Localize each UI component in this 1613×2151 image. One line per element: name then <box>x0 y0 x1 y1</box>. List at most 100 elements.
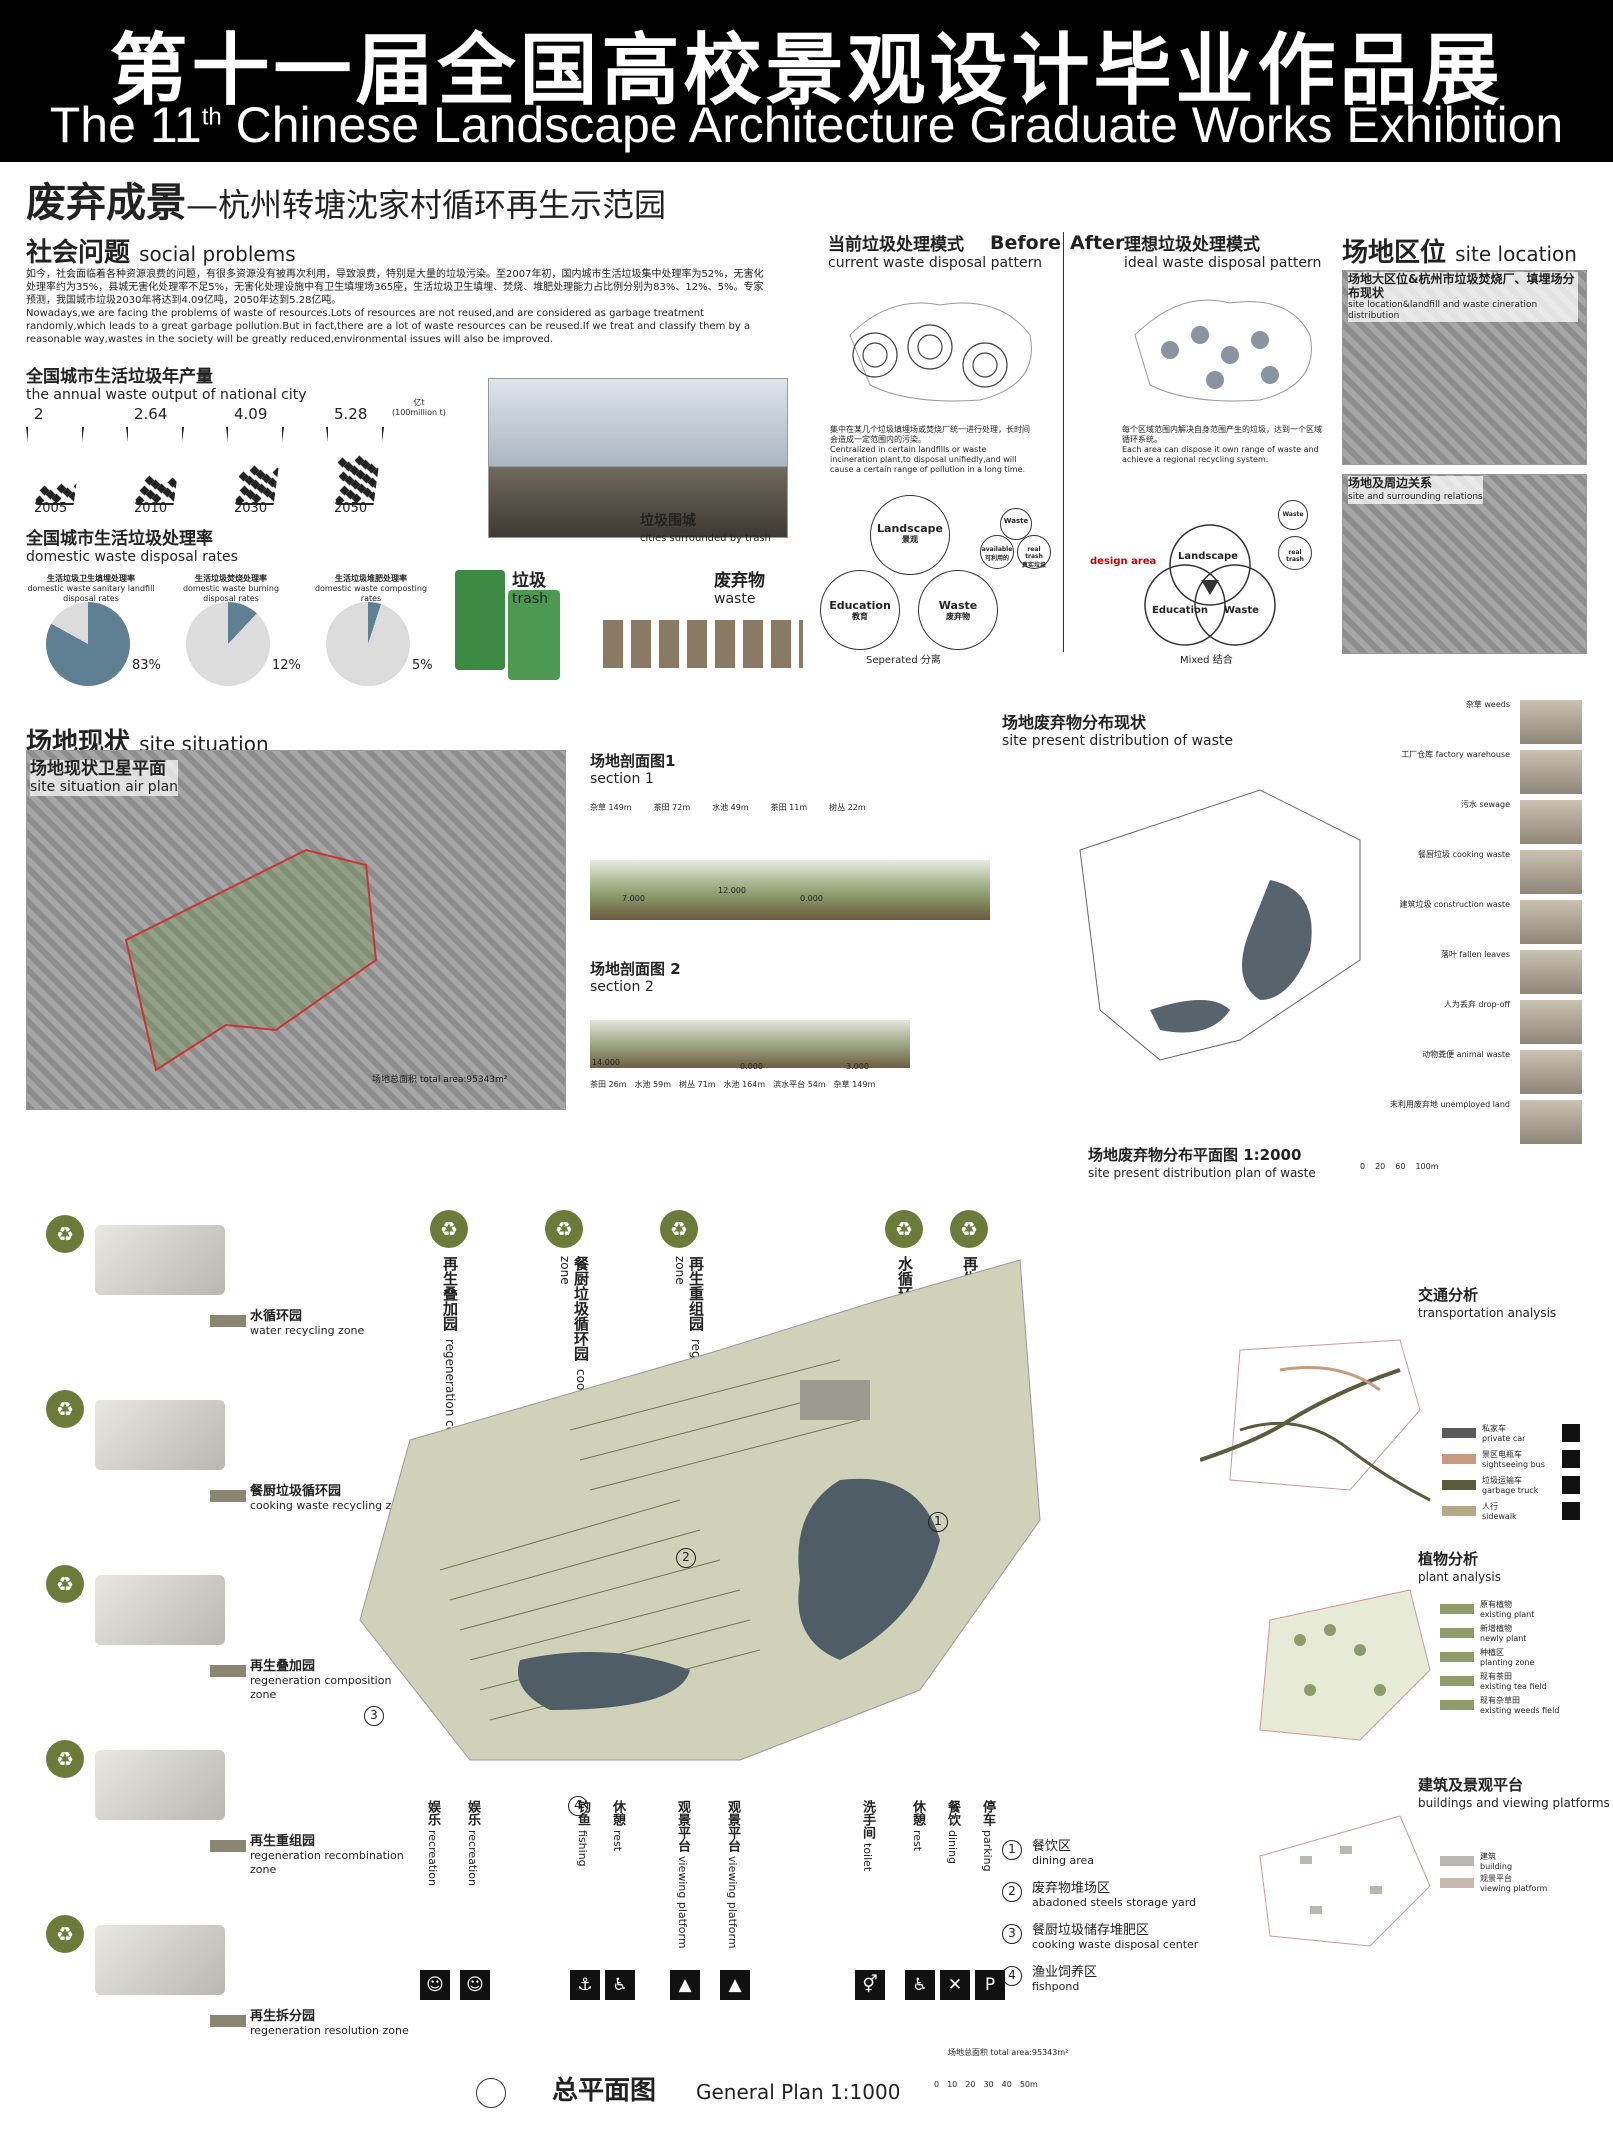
facility-icon: ⚥ <box>855 1970 885 2000</box>
facility-en: viewing platform <box>726 1856 739 1949</box>
zone-label-en: regeneration composition zone <box>250 1674 392 1701</box>
exhibition-header: 第十一届全国高校景观设计毕业作品展 The 11th Chinese Lands… <box>0 0 1613 162</box>
facility-cn: 娱乐 <box>425 1800 440 1826</box>
waste-item-photo <box>1520 1050 1582 1094</box>
plant-swatch <box>1440 1652 1474 1662</box>
zone-label-en: regeneration recombination zone <box>250 1849 404 1876</box>
facility-label: 娱乐recreation <box>464 1800 480 1886</box>
plant-cn: 原有植物 <box>1480 1600 1512 1609</box>
scale-tick: 100m <box>1415 1162 1439 1171</box>
scale-tick: 20 <box>1375 1162 1386 1171</box>
transport-map <box>1200 1339 1431 1502</box>
building-en: viewing platform <box>1480 1884 1548 1893</box>
facility-icon: P <box>975 1970 1005 2000</box>
scale-tick: 50m <box>1019 2080 1038 2089</box>
zone-label-en: cooking waste recycling zone <box>250 1499 412 1512</box>
facility-en: fishing <box>576 1830 589 1867</box>
plant-en: existing weeds field <box>1480 1706 1560 1715</box>
facility-label: 钓鱼fishing <box>574 1800 590 1867</box>
facility-icon: ▲ <box>670 1970 700 2000</box>
section1-level: 7.000 <box>622 894 645 903</box>
zone-top-icon: ♻ <box>885 1210 923 1248</box>
legend-number: 2 <box>1002 1882 1022 1902</box>
zone-top-cn: 再生叠加园 <box>441 1256 459 1331</box>
waste-item-label: 工厂仓库 factory warehouse <box>1401 750 1510 759</box>
legend-cn: 废弃物堆场区 <box>1032 1881 1111 1896</box>
social-problems-heading: 社会问题 social problems <box>26 238 296 268</box>
transport-en: private car <box>1482 1434 1526 1443</box>
design-area-label: design area <box>1090 556 1157 567</box>
pie-label-en: domestic waste burning disposal rates <box>182 584 280 603</box>
facility-en: rest <box>611 1830 624 1852</box>
mixed-waste-small: Waste <box>1278 500 1308 530</box>
zone-top-icon: ♻ <box>430 1210 468 1248</box>
facility-cn: 休憩 <box>610 1800 625 1826</box>
pie-label-en: domestic waste composting rates <box>314 584 428 603</box>
plant-cn: 现有杂草田 <box>1480 1696 1520 1705</box>
facility-icon: ▲ <box>720 1970 750 2000</box>
transport-icons <box>1562 1424 1580 1534</box>
legend-number: 3 <box>1002 1924 1022 1944</box>
plant-swatch <box>1440 1604 1474 1614</box>
plan-marker-1: 1 <box>928 1512 948 1532</box>
waste-cup-icon <box>326 427 384 505</box>
scale-tick: 40 <box>1001 2080 1012 2089</box>
plan-title-cn: 总平面图 <box>552 2076 657 2106</box>
plant-swatch <box>1440 1700 1474 1710</box>
ideal-pattern-diagram <box>1134 299 1312 402</box>
legend-cn: 渔业饲养区 <box>1032 1965 1098 1980</box>
waste-item-photo <box>1520 800 1582 844</box>
plant-cn: 现有茶田 <box>1480 1672 1512 1681</box>
mixed-landscape-label: Landscape <box>1178 551 1238 562</box>
before-label: Before <box>990 232 1061 254</box>
zone-thumbnail <box>95 1750 225 1820</box>
zone-label-cn: 再生叠加园 <box>250 1659 316 1674</box>
section1-level: 0.000 <box>800 894 823 903</box>
seperated-label: Seperated 分离 <box>866 655 941 666</box>
zone-label-cn: 再生重组园 <box>250 1834 316 1849</box>
section2-dim: 滨水平台 54m <box>773 1080 826 1089</box>
legend-number: 4 <box>1002 1966 1022 1986</box>
transport-cn: 人行 <box>1482 1502 1498 1511</box>
facility-icon: ⚓ <box>570 1970 600 2000</box>
site-location-heading: 场地区位 site location <box>1342 238 1577 268</box>
section2-level: 3.000 <box>846 1062 869 1071</box>
facility-cn: 停车 <box>980 1800 995 1826</box>
facility-en: toilet <box>861 1843 874 1872</box>
section2-dim: 树丛 71m <box>679 1080 716 1089</box>
waste-item-label: 动物粪便 animal waste <box>1422 1050 1510 1059</box>
current-pattern-diagram <box>849 302 1032 402</box>
zone-icon: ♻ <box>46 1740 84 1778</box>
site-boundary <box>124 848 378 1072</box>
transport-swatch <box>1442 1506 1476 1516</box>
facility-en: recreation <box>466 1830 479 1886</box>
zone-thumbnail <box>95 1225 225 1295</box>
waste-small-circle: Waste <box>1000 508 1032 540</box>
mixed-real-trash: real trash <box>1278 536 1312 570</box>
facility-en: rest <box>911 1830 924 1852</box>
pie-label-cn: 生活垃圾堆肥处理率 <box>335 574 407 583</box>
